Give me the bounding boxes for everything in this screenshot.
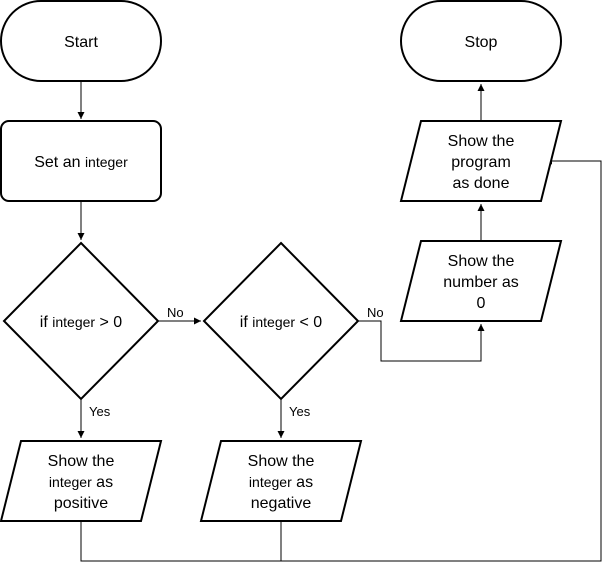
- show-done-text-3: as done: [453, 175, 510, 192]
- show-negative-io: Show the integer as negative: [199, 440, 363, 522]
- if-positive-text-1: > 0: [95, 314, 122, 331]
- if-positive-text-1: if: [40, 314, 52, 331]
- edge-outputs-to-done: [80, 157, 602, 562]
- show-negative-text-2: integer: [249, 474, 292, 490]
- start-terminator: Start: [0, 0, 162, 82]
- edge-label-positive-no: No: [167, 305, 184, 320]
- edge-label-positive-yes: Yes: [89, 404, 111, 419]
- if-negative-label: if integer < 0: [240, 314, 323, 331]
- stop-terminator: Stop: [400, 0, 562, 82]
- show-zero-text-3: 0: [477, 295, 486, 312]
- if-negative-text-1: < 0: [295, 314, 322, 331]
- set-integer-label: Set an integer: [34, 154, 128, 171]
- edge-label-negative-no: No: [367, 305, 384, 320]
- show-negative-text-3: negative: [251, 495, 312, 512]
- edge-if-negative-no: [358, 320, 485, 362]
- if-positive-text-1: integer: [52, 314, 95, 330]
- show-negative-text-1: Show the: [248, 453, 315, 470]
- show-positive-label: Show the integer as positive: [48, 453, 115, 512]
- show-positive-text-3: positive: [54, 495, 108, 512]
- if-negative-text-1: if: [240, 314, 252, 331]
- if-negative-decision: if integer < 0: [202, 241, 360, 401]
- show-zero-label: Show the number as 0: [443, 253, 519, 312]
- set-integer-text-1: integer: [85, 154, 128, 170]
- if-positive-label: if integer > 0: [40, 314, 123, 331]
- show-negative-label: Show the integer as negative: [248, 453, 315, 512]
- show-negative-text-2: as: [292, 474, 313, 491]
- show-positive-io: Show the integer as positive: [0, 440, 163, 522]
- show-zero-io: Show the number as 0: [399, 240, 563, 322]
- show-zero-text-2: number as: [443, 274, 519, 291]
- set-integer-process: Set an integer: [0, 120, 162, 202]
- show-positive-text-2: as: [92, 474, 113, 491]
- show-zero-text-1: Show the: [448, 253, 515, 270]
- show-positive-text-2: integer: [49, 474, 92, 490]
- start-label: Start: [64, 34, 98, 51]
- edge-label-negative-yes: Yes: [289, 404, 311, 419]
- show-done-io: Show the program as done: [399, 120, 563, 202]
- if-positive-decision: if integer > 0: [2, 241, 160, 401]
- show-done-text-2: program: [451, 154, 511, 171]
- show-positive-text-1: Show the: [48, 453, 115, 470]
- stop-label: Stop: [465, 34, 498, 51]
- if-negative-text-1: integer: [252, 314, 295, 330]
- show-done-label: Show the program as done: [448, 133, 515, 192]
- set-integer-text-1: Set an: [34, 154, 85, 171]
- show-done-text-1: Show the: [448, 133, 515, 150]
